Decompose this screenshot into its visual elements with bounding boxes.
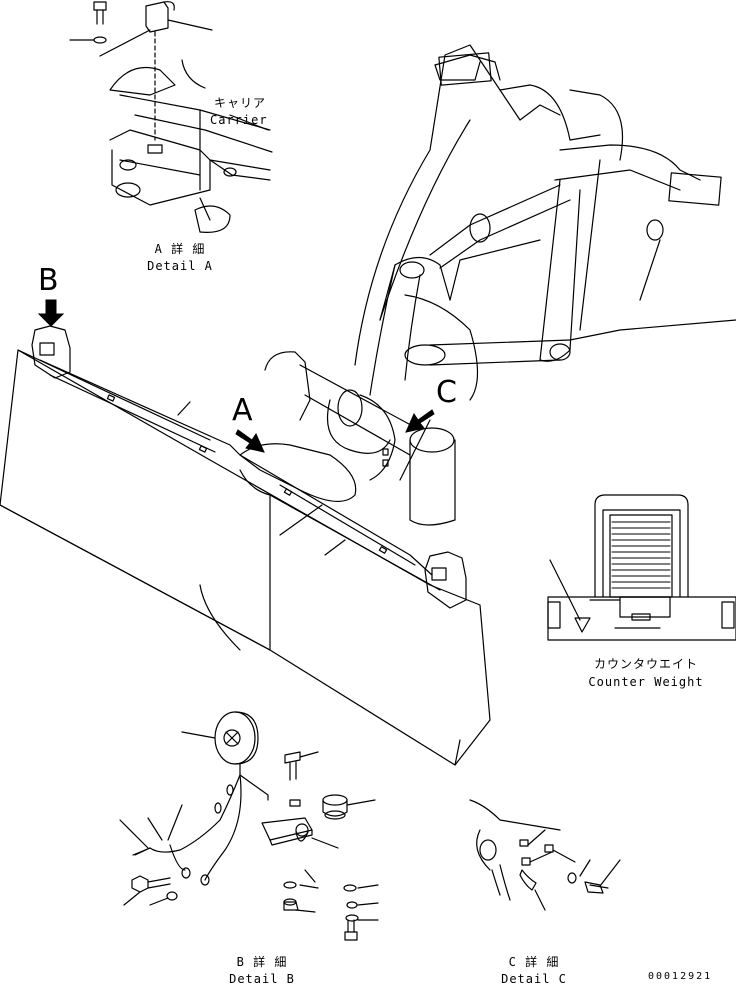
view-c-marker: C	[436, 375, 457, 410]
counter-weight-en-label: Counter Weight	[588, 675, 704, 689]
view-a-arrow-icon	[235, 429, 265, 453]
detail-b-jp-label: B 詳 細	[236, 955, 288, 969]
view-b-marker: B	[38, 263, 59, 298]
detail-a-en-label: Detail A	[147, 259, 213, 273]
carrier-en-label: Carrier	[210, 113, 268, 127]
view-a-marker: A	[232, 393, 253, 428]
detail-b-drawing	[119, 711, 379, 941]
detail-a-jp-label: A 詳 細	[154, 242, 206, 256]
counter-weight-drawing	[547, 494, 736, 641]
detail-a-drawing	[69, 1, 273, 233]
drawing-number: 00012921	[648, 971, 713, 982]
detail-c-drawing	[469, 799, 621, 911]
counter-weight-jp-label: カウンタウエイト	[593, 657, 698, 671]
detail-b-en-label: Detail B	[229, 972, 295, 986]
carrier-jp-label: キャリア	[214, 96, 267, 110]
loader-frame-drawing	[239, 44, 736, 526]
view-b-arrow-icon	[37, 299, 65, 327]
view-c-arrow-icon	[405, 409, 435, 433]
detail-c-jp-label: C 詳 細	[508, 955, 560, 969]
main-blade-drawing	[0, 325, 491, 766]
detail-c-en-label: Detail C	[501, 972, 567, 986]
